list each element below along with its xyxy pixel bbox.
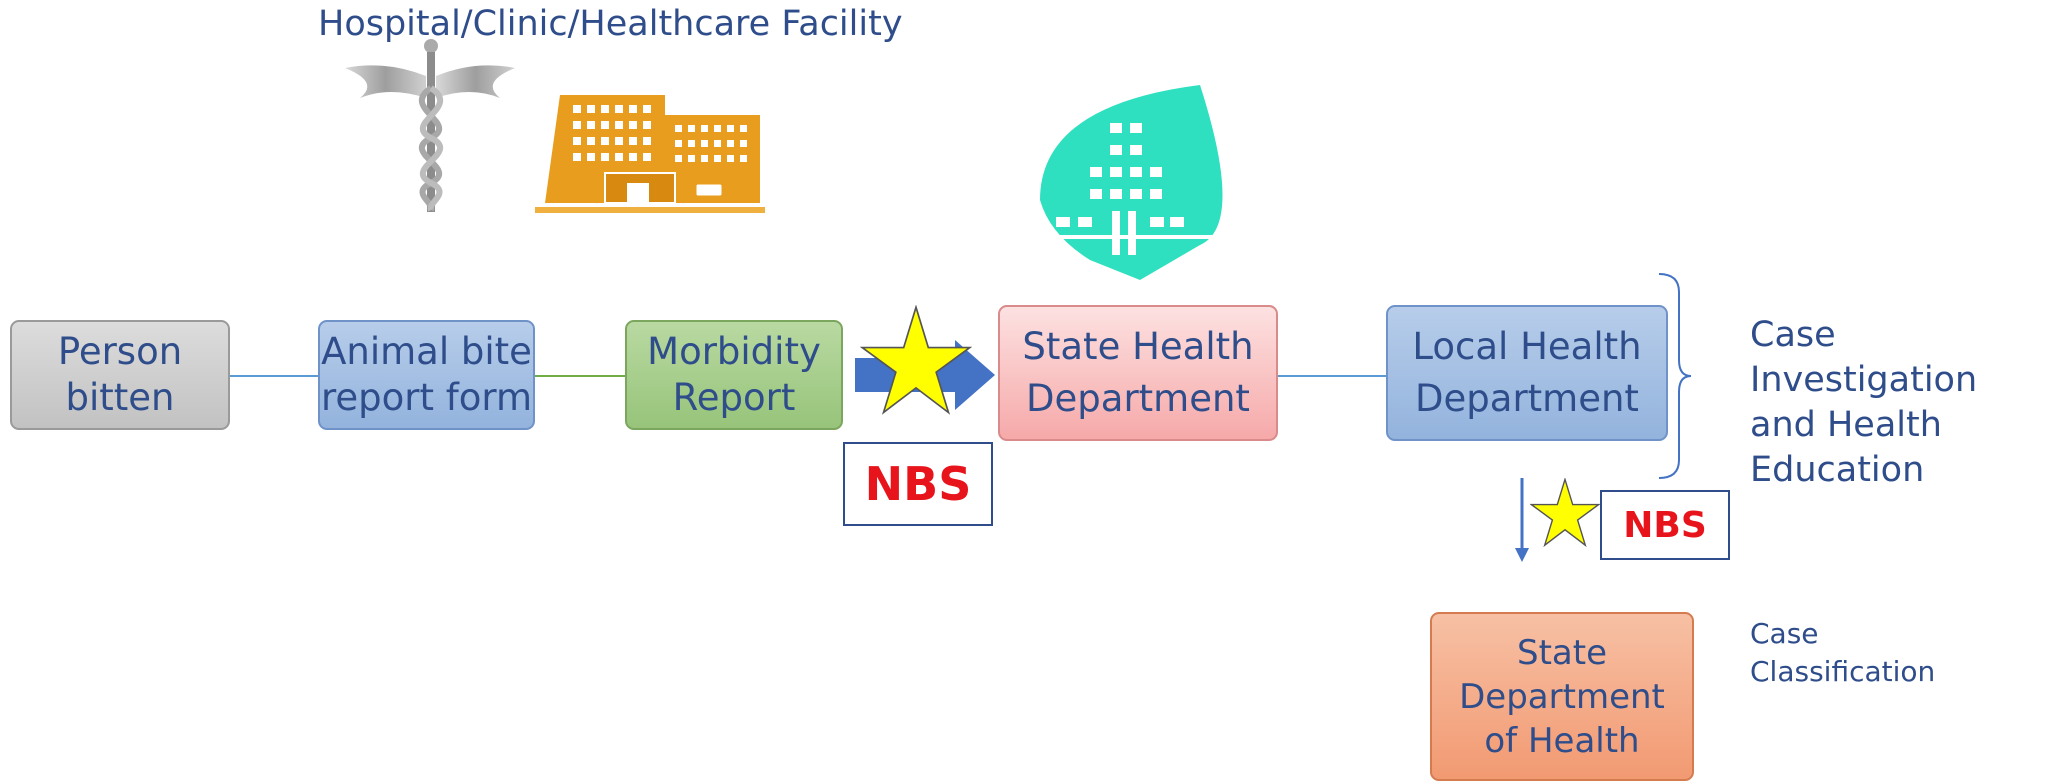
box-label-line: Report (672, 376, 796, 419)
connector-person-form (230, 375, 318, 377)
facility-title: Hospital/Clinic/Healthcare Facility (318, 4, 903, 44)
box-label-line: report form (320, 376, 533, 419)
box-label-line: Person (57, 330, 183, 373)
box-label-line: Local Health (1412, 325, 1642, 368)
star-icon (860, 305, 972, 415)
box-label-line: Department (1459, 676, 1665, 717)
box-label-line: Department (1026, 377, 1250, 420)
health-department-building-icon (1020, 85, 1230, 280)
box-label-line: Department (1415, 377, 1639, 420)
connector-form-morbidity (535, 375, 625, 377)
note-line: Case (1750, 617, 1819, 650)
connector-state-local (1278, 375, 1386, 377)
brace-icon (1658, 273, 1692, 479)
box-label-line: bitten (65, 376, 175, 419)
box-label-line: Morbidity (647, 330, 821, 373)
box-label-line: of Health (1484, 720, 1640, 761)
box-label-line: State (1517, 632, 1607, 673)
nbs-badge: NBS (843, 442, 993, 526)
star-icon (1530, 478, 1600, 548)
note-line: Case Investigation (1750, 315, 1978, 400)
case-investigation-note: Case Investigation and Health Education (1750, 313, 2070, 493)
nbs-badge: NBS (1600, 490, 1730, 560)
arrow-down-icon (1515, 478, 1529, 562)
note-line: and Health (1750, 405, 1942, 445)
box-label-line: State Health (1022, 325, 1254, 368)
caduceus-icon (345, 39, 515, 212)
note-line: Classification (1750, 655, 1936, 688)
note-line: Education (1750, 450, 1925, 490)
box-label-line: Animal bite (321, 330, 532, 373)
hospital-building-icon (535, 95, 765, 213)
case-classification-note: Case Classification (1750, 615, 1935, 691)
